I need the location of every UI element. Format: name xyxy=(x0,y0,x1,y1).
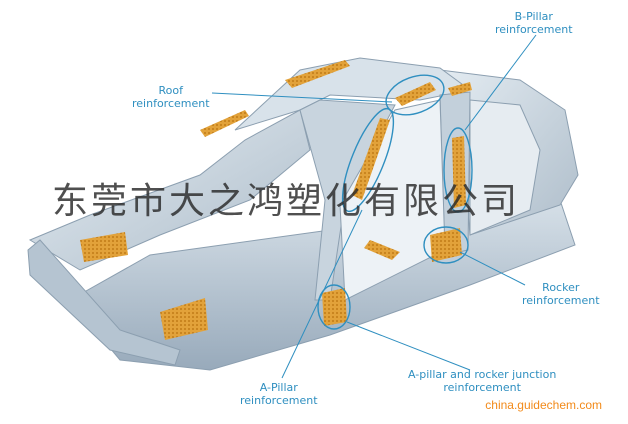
floor-crossmember-part xyxy=(364,240,400,260)
b-pillar-callout-subtitle: reinforcement xyxy=(495,23,573,36)
b-pillar-callout: B-Pillar reinforcement xyxy=(495,10,573,36)
a-pillar-callout-title: A-Pillar xyxy=(259,381,298,394)
junction-highlight xyxy=(317,284,351,330)
junction-callout-title: A-pillar and rocker junction xyxy=(408,368,557,381)
a-pillar-reinforcement-part xyxy=(352,118,390,200)
a-pillar-callout-subtitle: reinforcement xyxy=(240,394,318,407)
rocker-callout-title: Rocker xyxy=(542,281,580,294)
b-pillar-reinforcement-part xyxy=(452,136,466,208)
junction-callout-subtitle: reinforcement xyxy=(443,381,521,394)
rocker-reinforcement-part xyxy=(430,228,462,262)
leader-lines xyxy=(211,34,537,379)
roof-rail-reinforcement-part xyxy=(395,82,436,106)
roof-rear-reinforcement-part xyxy=(448,82,472,96)
roof-reinforcement-part xyxy=(285,60,350,88)
b-pillar-callout-title: B-Pillar xyxy=(514,10,553,23)
source-watermark: china.guidechem.com xyxy=(485,398,602,412)
rocker-highlight xyxy=(423,226,469,264)
rocker-callout: Rocker reinforcement xyxy=(522,281,600,307)
a-pillar-leader xyxy=(281,209,363,379)
front-crush-part xyxy=(80,232,128,262)
roof-callout-subtitle: reinforcement xyxy=(132,97,210,110)
roof-highlight xyxy=(385,74,445,116)
reinforcement-parts xyxy=(80,60,472,340)
b-pillar-highlight xyxy=(443,127,473,213)
a-pillar-callout: A-Pillar reinforcement xyxy=(240,381,318,407)
hood-rail-part xyxy=(200,110,249,137)
junction-leader xyxy=(346,321,471,371)
front-rail-part xyxy=(160,298,208,340)
company-watermark: 东莞市大之鸿塑化有限公司 xyxy=(52,181,521,222)
roof-leader xyxy=(211,92,393,103)
roof-callout-title: Roof xyxy=(158,84,184,97)
junction-callout: A-pillar and rocker junction reinforceme… xyxy=(408,368,556,394)
a-pillar-highlight xyxy=(341,107,395,213)
roof-callout: Roof reinforcement xyxy=(132,84,210,110)
junction-reinforcement-part xyxy=(322,288,347,326)
rocker-leader xyxy=(459,251,526,286)
callout-highlights xyxy=(317,74,473,330)
rocker-callout-subtitle: reinforcement xyxy=(522,294,600,307)
b-pillar-leader xyxy=(464,34,537,131)
